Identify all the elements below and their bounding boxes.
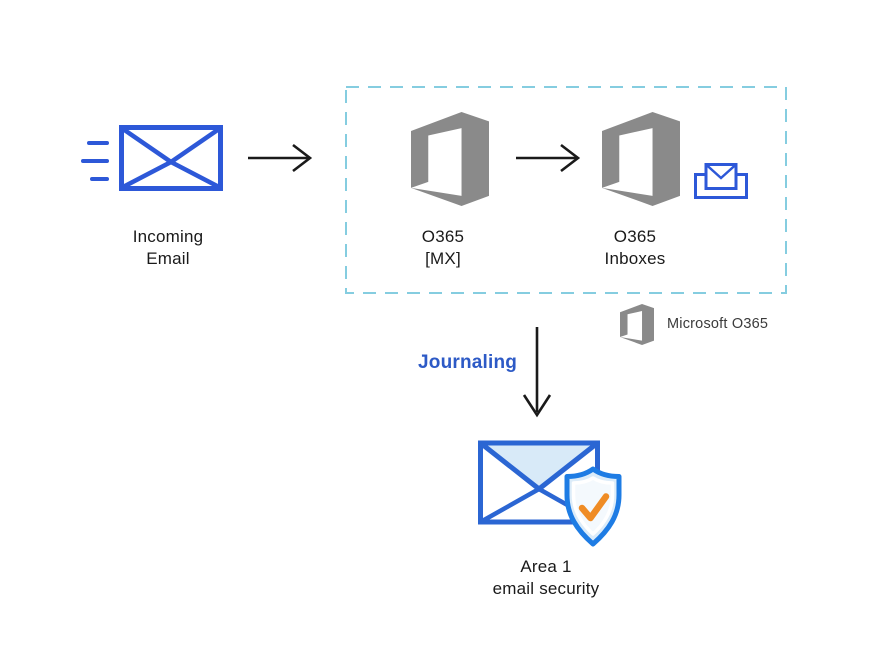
arrow-right-icon [516,143,581,173]
legend-microsoft-o365-label: Microsoft O365 [667,316,769,332]
o365-mx-label-line1: O365 [421,227,465,246]
incoming-email-label-line2: Email [146,249,190,268]
shield-check-icon [564,466,622,547]
arrow-down-icon [522,327,552,418]
office365-logo-icon [411,112,489,206]
o365-inboxes-label-line1: O365 [613,227,657,246]
area1-label-line1: Area 1 [520,557,572,576]
envelope-shield-check-icon [478,440,622,547]
incoming-email-label: Incoming Email [103,226,233,270]
o365-mx-label: O365 [MX] [383,226,503,270]
office365-logo-icon [602,112,680,206]
arrow-right-icon [248,143,313,173]
o365-inboxes-label: O365 Inboxes [575,226,695,270]
speed-line-icon [87,141,109,145]
speed-line-icon [81,159,109,163]
inbox-envelope-icon [694,163,748,199]
area1-label-line2: email security [492,579,600,598]
o365-boundary-dashed-box [345,86,787,294]
checkmark-icon [578,493,610,522]
speed-line-icon [90,177,109,181]
incoming-email-envelope-icon [119,125,223,191]
o365-mx-label-line2: [MX] [425,249,461,268]
incoming-email-label-line1: Incoming [132,227,204,246]
office365-logo-icon [620,304,654,345]
area1-label: Area 1 email security [466,556,626,600]
o365-inboxes-label-line2: Inboxes [604,249,666,268]
journaling-label: Journaling [418,352,518,373]
